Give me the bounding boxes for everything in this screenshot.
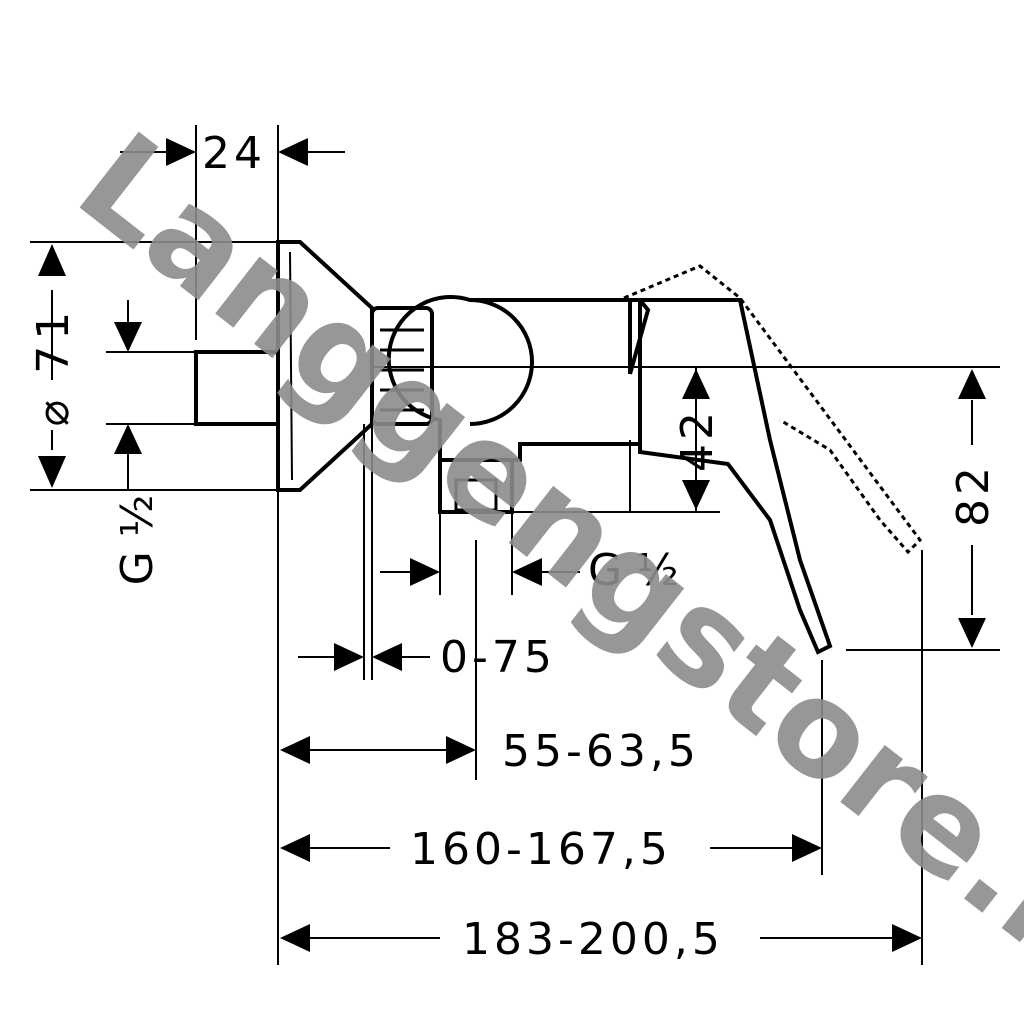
dimension-82: 82 [948,463,999,527]
outlet-thread [454,478,498,512]
dimension-0-75: 0-75 [440,632,556,683]
housing-dome [469,298,534,426]
thread-g-half-right: G ½ [588,545,679,596]
dimension-42: 42 [672,408,723,472]
dimension-160-167-5: 160-167,5 [410,824,672,875]
dimension-lines [30,125,1000,965]
dimension-183-200-5: 183-200,5 [462,914,724,965]
flange-inner-line [289,251,293,481]
arrowheads [38,138,986,952]
dimension-24: 24 [202,128,266,179]
lever-open-position [623,264,922,555]
valve-housing [386,294,642,462]
thread-g-half-left: G ½ [112,495,163,586]
lever-handle [638,298,833,655]
dimension-diameter-71: ⌀ 71 [28,306,79,426]
watermark: Langgengstore.id [50,104,1024,1024]
outlet-fitting [438,458,514,514]
dimension-55-63-5: 55-63,5 [502,726,700,777]
